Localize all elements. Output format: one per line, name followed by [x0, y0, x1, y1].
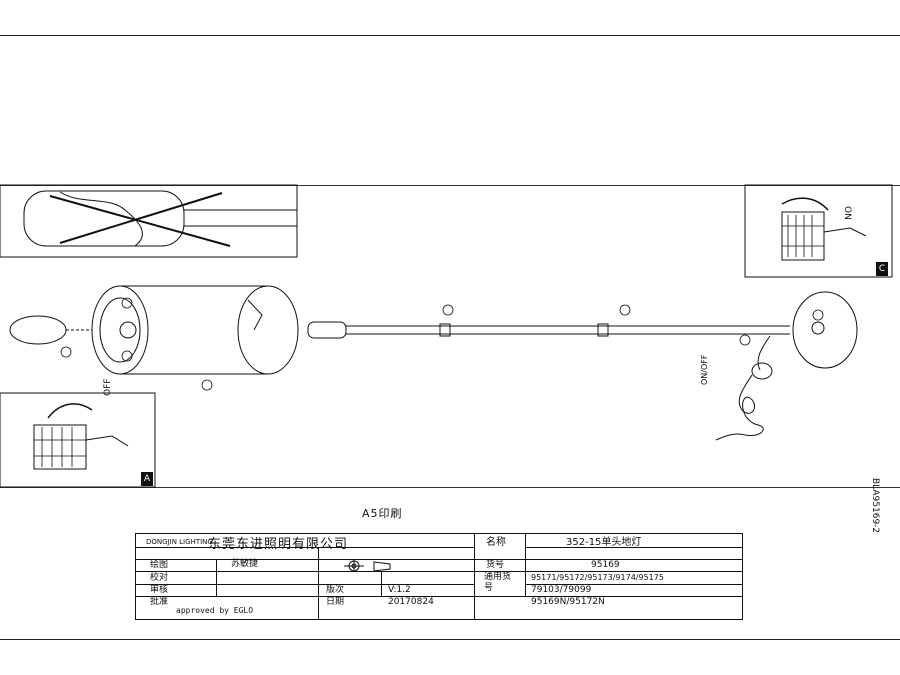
cross-mark: [49, 195, 231, 247]
general-value-2: 79103/79099: [531, 585, 592, 595]
connector-a-icon: [33, 424, 87, 470]
general-value-1: 95171/95172/95173/9174/95175: [531, 573, 664, 582]
bulb-icon: [9, 315, 67, 345]
company-name: 东莞东进照明有限公司: [208, 537, 349, 552]
switch-on-label: ON: [842, 206, 852, 220]
name-label: 名称: [486, 537, 506, 548]
connector-c-icon: [781, 211, 825, 261]
brand-logo: DONGJIN LIGHTING: [146, 538, 213, 546]
title-block: DONGJIN LIGHTING 东莞东进照明有限公司 绘图 苏敏捷 校对 审核…: [135, 533, 743, 620]
drawn-value: 苏敏捷: [231, 559, 259, 569]
joint-2-icon: [597, 323, 609, 337]
reviewed-label: 审核: [150, 585, 169, 595]
side-code: BLA95169-2: [870, 478, 880, 534]
version-label: 版次: [326, 585, 345, 595]
date-value: 20170824: [388, 597, 434, 607]
name-value: 352-15单头地灯: [566, 537, 642, 548]
drawn-label: 绘图: [150, 560, 169, 570]
switch-onoff-label: ON/OFF: [700, 354, 709, 385]
general-label: 通用货号: [484, 572, 512, 593]
checked-label: 校对: [150, 573, 169, 583]
version-value: V:1.2: [388, 585, 411, 595]
joint-1-icon: [439, 323, 451, 337]
wrong-assembly-panel: [0, 184, 298, 258]
pole-end-icon: [307, 321, 347, 339]
callout-c-letter: C: [876, 262, 888, 276]
date-label: 日期: [326, 597, 345, 607]
general-value-3: 95169N/95172N: [531, 597, 605, 607]
approved-by-label: 批准: [150, 597, 169, 607]
cord-icon: [757, 335, 771, 371]
callout-c-panel: [744, 184, 893, 278]
lower-band-line: [0, 487, 900, 488]
switch-off-label: OFF: [103, 378, 113, 396]
projection-symbol-icon: [344, 560, 391, 572]
print-note: A5印刷: [362, 507, 403, 520]
item-label: 货号: [486, 560, 505, 570]
callout-a-letter: A: [141, 472, 153, 486]
callout-a-panel: [0, 392, 156, 488]
shade-back-icon: [237, 285, 299, 375]
upper-band-line: [0, 185, 900, 186]
base-icon: [792, 291, 858, 369]
inline-switch-icon: [751, 362, 773, 380]
approved-note: approved by EGLO: [176, 606, 254, 615]
drawing-sheet: [0, 35, 900, 640]
item-value: 95169: [591, 560, 620, 570]
socket-icon: [119, 321, 137, 339]
